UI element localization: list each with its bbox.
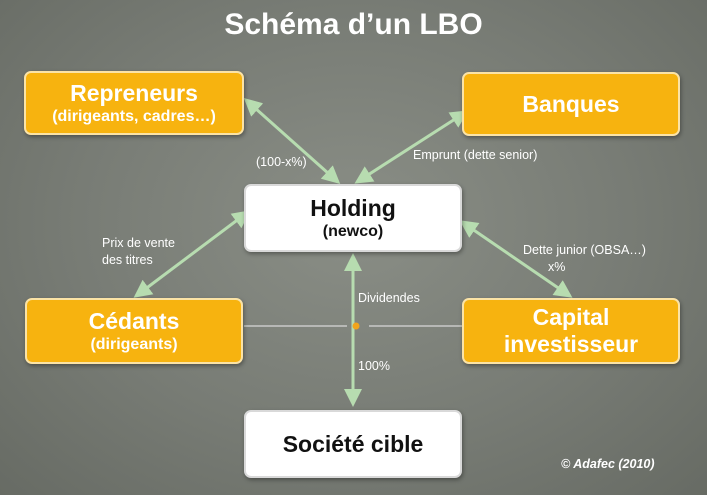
arrow-holding-capital: [459, 220, 573, 298]
node-repreneurs-label: Repreneurs: [70, 79, 198, 106]
node-repreneurs-sublabel: (dirigeants, cadres…): [52, 107, 216, 125]
node-capital-label-line1: Capital: [532, 304, 610, 330]
edge-label-capital-share: x%: [548, 260, 566, 274]
edge-label-dividendes: Dividendes: [358, 291, 420, 305]
edge-label-dette-junior: Dette junior (OBSA…): [523, 243, 646, 257]
node-banques: Banques: [462, 72, 680, 136]
edge-label-prix-line2: des titres: [102, 253, 153, 267]
node-banques-label: Banques: [522, 90, 620, 117]
node-societe-cible: Société cible: [244, 410, 462, 478]
edge-label-cible-share: 100%: [358, 359, 390, 373]
arrow-banques-holding: [354, 110, 469, 184]
node-holding: Holding (newco): [244, 184, 462, 252]
node-cedants: Cédants (dirigeants): [25, 298, 243, 364]
node-capital-label-line2: investisseur: [503, 331, 639, 357]
arrow-holding-cedants: [133, 210, 251, 298]
connector-dot: [352, 322, 360, 330]
edge-label-prix-line1: Prix de vente: [102, 236, 175, 250]
edge-label-repreneurs-share: (100-x%): [256, 155, 307, 169]
node-holding-sublabel: (newco): [322, 222, 384, 240]
node-cedants-label: Cédants: [88, 307, 180, 334]
edge-label-emprunt: Emprunt (dette senior): [413, 148, 538, 162]
node-cedants-sublabel: (dirigeants): [90, 335, 178, 353]
node-societe-cible-label: Société cible: [282, 430, 424, 457]
arrow-repreneurs-holding: [243, 98, 341, 184]
diagram-title: Schéma d’un LBO: [224, 8, 483, 41]
copyright-note: © Adafec (2010): [561, 457, 655, 471]
node-repreneurs: Repreneurs (dirigeants, cadres…): [24, 71, 244, 135]
node-capital-investisseur: Capital investisseur: [462, 298, 680, 364]
node-holding-label: Holding: [310, 194, 396, 221]
